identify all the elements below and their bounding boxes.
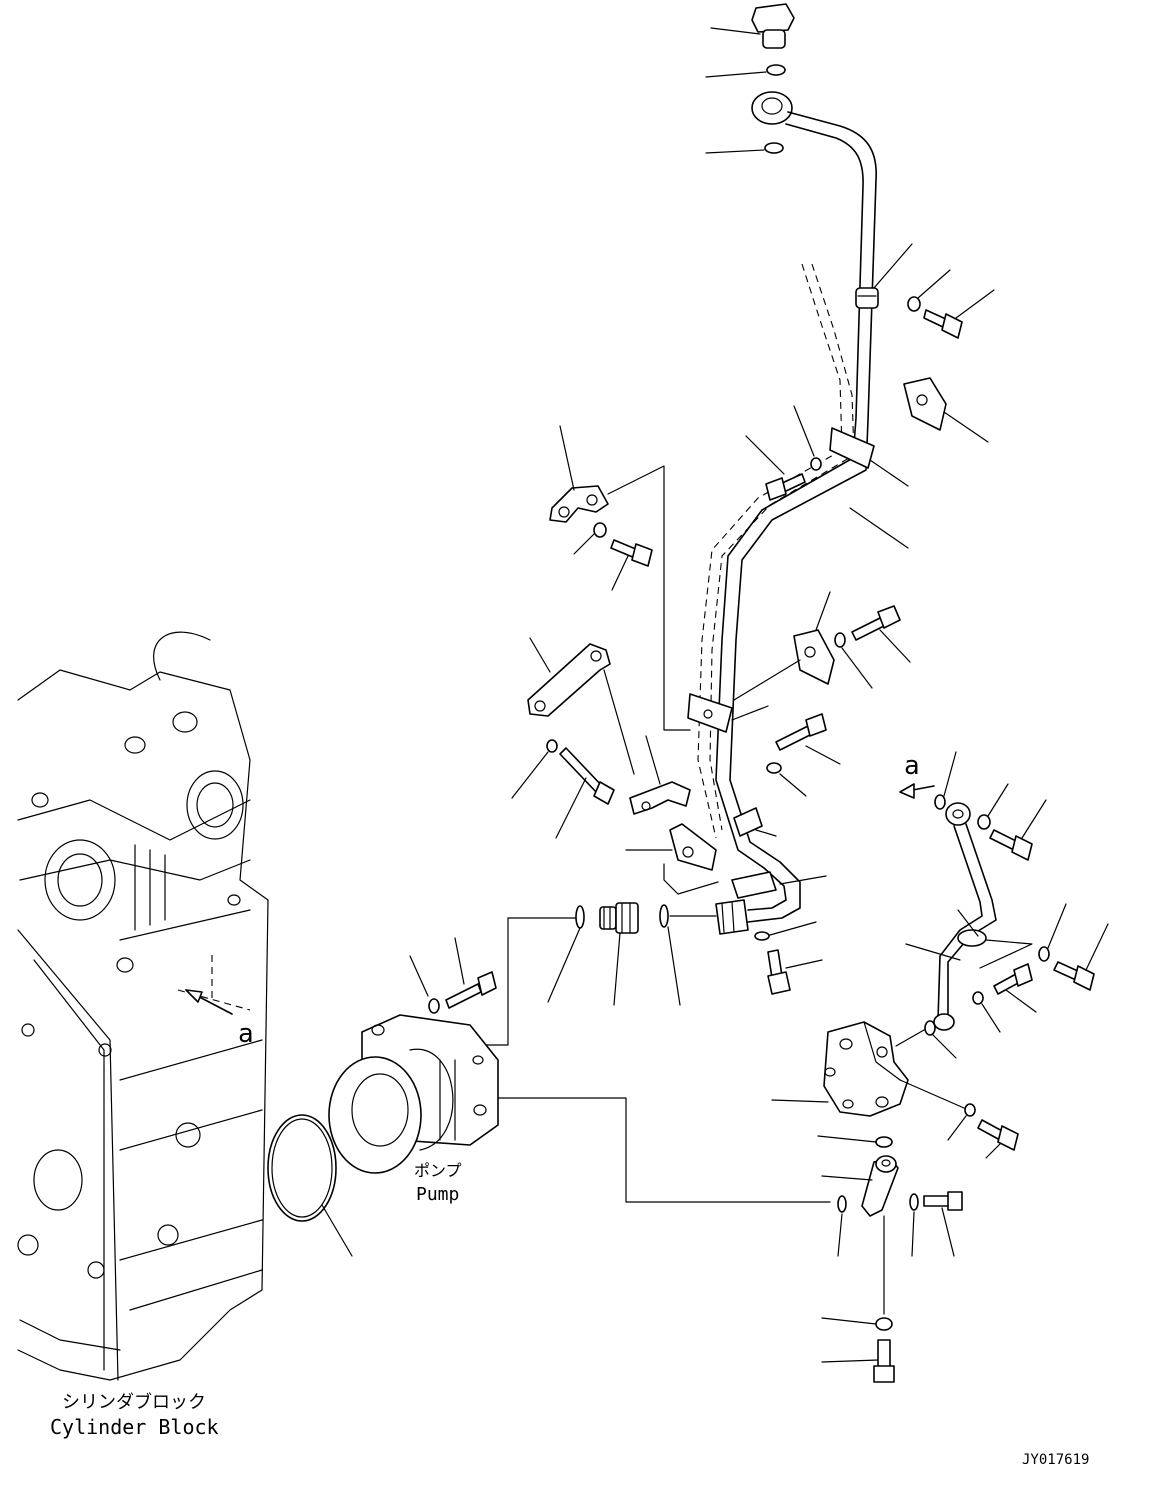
link-arm-bolt xyxy=(555,747,615,839)
link-arm xyxy=(527,637,635,775)
outlet-connector xyxy=(599,902,639,1006)
upper-banjo-eye xyxy=(751,91,793,125)
drawing-id: JY017619 xyxy=(1022,1452,1089,1468)
oil-adapter-block xyxy=(771,1021,909,1117)
upper-washer-2 xyxy=(705,142,784,154)
left-bracket-washer xyxy=(573,522,607,555)
right-tube-washer-2 xyxy=(977,783,1009,830)
lower-washer-left xyxy=(837,1195,847,1257)
right-tube-washer-top xyxy=(934,751,957,810)
outlet-oring-left xyxy=(547,905,585,1003)
pump-label-en: Pump xyxy=(416,1184,459,1205)
view-a-label-left: a xyxy=(238,1019,254,1049)
tube-lower-clamp xyxy=(731,871,827,899)
upper-washer-1 xyxy=(705,64,786,78)
adapter-bolt xyxy=(977,1119,1019,1159)
lower-banjo-fitting xyxy=(821,1155,899,1315)
middle-clamp-band xyxy=(687,693,769,733)
right-lower-washer xyxy=(972,991,1001,1033)
middle-clamp-bolt xyxy=(851,605,911,663)
adapter-washer-upper xyxy=(895,1020,957,1059)
lower-washer-right xyxy=(909,1193,919,1257)
right-mid-bolt xyxy=(1053,923,1109,991)
upper-clamp-band xyxy=(829,427,909,487)
bottom-bolt xyxy=(821,1339,895,1383)
right-tube-banjo xyxy=(945,802,971,826)
pump-label-jp: ポンプ xyxy=(414,1161,462,1180)
mid-bolt-right xyxy=(775,713,841,765)
lower-bracket-2 xyxy=(625,823,719,895)
pump: ポンプ Pump xyxy=(328,1014,499,1205)
mid-washer-right xyxy=(766,762,807,797)
upper-clamp xyxy=(903,377,989,443)
right-tube-bolt-top xyxy=(989,799,1047,861)
adapter-nut xyxy=(817,1135,893,1148)
pump-bolt xyxy=(409,937,497,1014)
adapter-washer-lower xyxy=(899,1079,976,1141)
cylinder-block-label-jp: シリンダブロック xyxy=(62,1391,206,1413)
middle-clamp-washer xyxy=(834,632,873,689)
cylinder-block: a xyxy=(17,631,269,1381)
left-bracket-bolt xyxy=(610,539,653,591)
tube-end-washer xyxy=(754,921,817,941)
right-lower-bolt xyxy=(993,963,1037,1013)
upper-banjo-bolt xyxy=(710,3,795,49)
tube-end-bolt xyxy=(767,949,823,995)
cylinder-block-label-en: Cylinder Block xyxy=(50,1415,219,1439)
mid-upper-washer xyxy=(793,405,822,471)
view-a-label-right: a xyxy=(904,751,920,781)
outlet-oring-right xyxy=(659,904,681,1006)
tube-top-clip xyxy=(855,243,913,309)
middle-clamp xyxy=(733,591,835,701)
right-mid-washer xyxy=(1038,903,1067,962)
lower-tube-clamp xyxy=(733,807,777,837)
link-arm-washer xyxy=(511,739,558,799)
left-bracket-upper xyxy=(549,425,691,731)
lower-bracket-1 xyxy=(629,735,691,815)
pump-gasket xyxy=(267,1114,353,1257)
right-tube xyxy=(905,823,1033,1031)
mid-upper-bolt xyxy=(745,435,806,501)
top-clip-bolt xyxy=(923,289,995,339)
top-clip-washer xyxy=(907,269,951,312)
tube-end-nut xyxy=(715,899,749,935)
bottom-washer xyxy=(821,1317,893,1331)
lower-banjo-bolt xyxy=(923,1191,963,1257)
